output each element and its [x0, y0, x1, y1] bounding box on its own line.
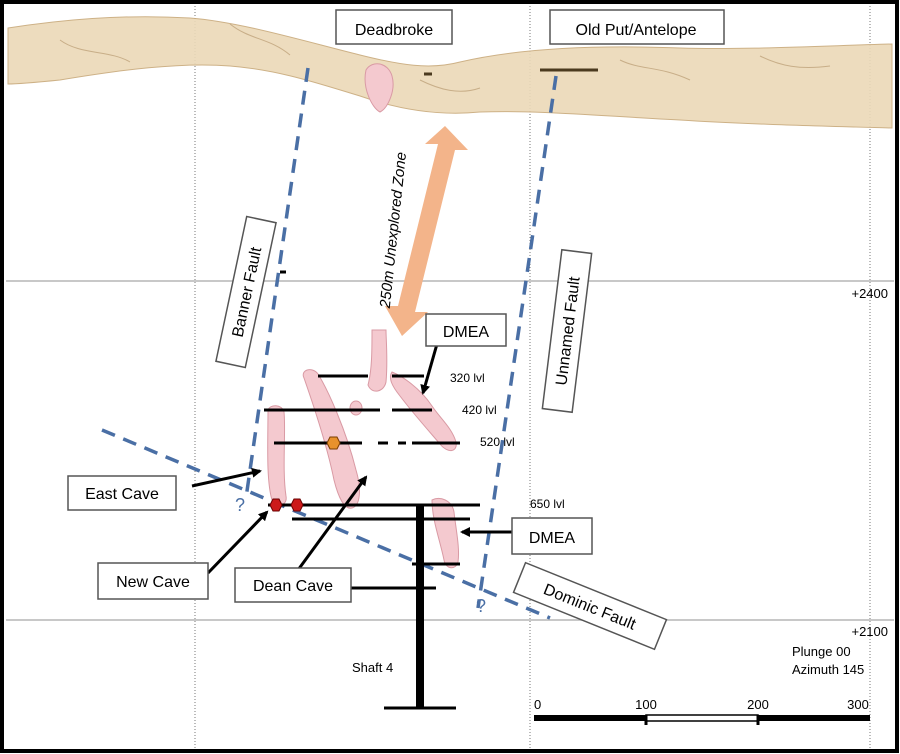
old-put-antelope-label-box — [549, 9, 725, 45]
scale-tick-label: 300 — [847, 697, 869, 712]
azimuth-label: Azimuth 145 — [792, 662, 864, 677]
question-mark-right: ? — [476, 596, 486, 616]
level-label-420: 420 lvl — [462, 403, 497, 417]
callout-arrows — [191, 343, 512, 575]
question-mark-left: ? — [235, 495, 245, 515]
new-cave-label-box — [97, 562, 209, 600]
shaft-4 — [384, 505, 456, 710]
east-cave-label-box — [67, 475, 177, 511]
dmea-lower-label-box — [511, 517, 593, 555]
scale-tick-label: 100 — [635, 697, 657, 712]
level-label-650: 650 lvl — [530, 497, 565, 511]
surface-topography — [7, 16, 893, 129]
elevation-label-2100: +2100 — [851, 624, 888, 639]
unnamed-fault-line — [476, 75, 558, 609]
level-label-320: 320 lvl — [450, 371, 485, 385]
unnamed-fault-label: Unnamed Fault — [541, 248, 593, 414]
old-put-antelope-label: Old Put/Antelope — [576, 22, 697, 39]
new-cave-marker — [269, 498, 283, 512]
unexplored-zone-arrow — [385, 126, 468, 336]
dmea-lower-label: DMEA — [529, 530, 576, 547]
dominic-fault-line — [101, 428, 551, 620]
surface-texture — [59, 23, 831, 92]
dean-cave-label-box — [234, 567, 352, 603]
new-cave-label: New Cave — [116, 574, 190, 591]
elevation-label-2400: +2400 — [851, 286, 888, 301]
scale-tick-label: 200 — [747, 697, 769, 712]
banner-fault-line — [244, 67, 310, 499]
deadbroke-label: Deadbroke — [355, 22, 433, 39]
dean-cave-label: Dean Cave — [253, 578, 333, 595]
deadbroke-label-box — [335, 9, 453, 45]
east-cave-label: East Cave — [85, 486, 159, 503]
dmea-upper-label: DMEA — [443, 324, 490, 341]
plunge-label: Plunge 00 — [792, 644, 851, 659]
dmea-marker — [326, 436, 341, 450]
level-label-520: 520 lvl — [480, 435, 515, 449]
shaft-label: Shaft 4 — [352, 660, 393, 675]
scale-bar — [534, 714, 870, 725]
dmea-upper-label-box — [425, 313, 507, 347]
scale-tick-label: 0 — [534, 697, 541, 712]
dean-cave-marker — [290, 498, 304, 512]
